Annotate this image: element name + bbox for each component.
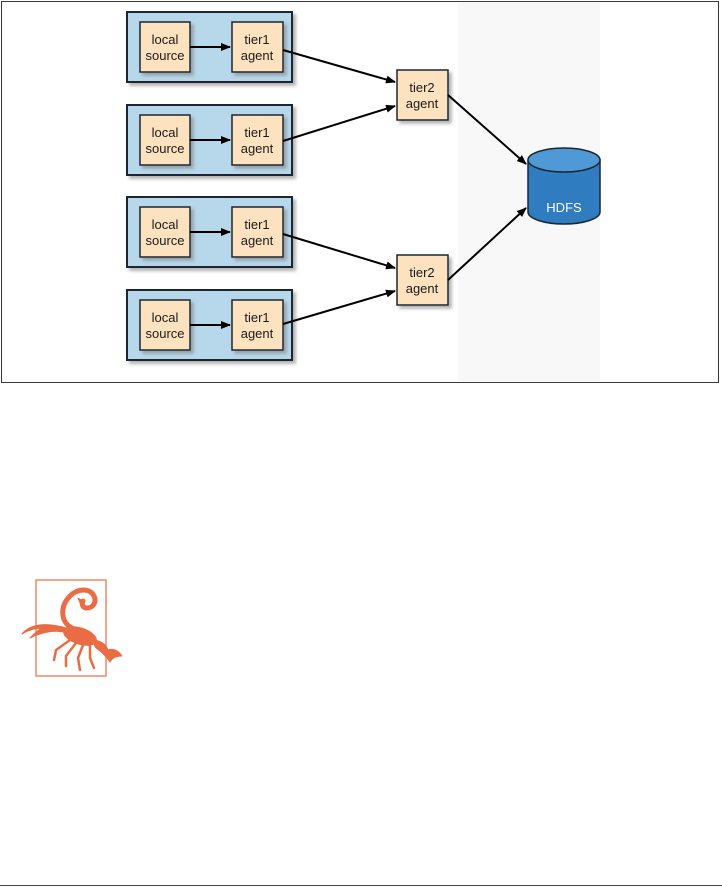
tier2-agent-2: tier2 agent — [396, 254, 449, 306]
footer-rule — [0, 885, 722, 886]
arrow-tier2-hdfs-1 — [447, 94, 527, 165]
hdfs-cylinder-top — [527, 147, 601, 173]
tier1-agent-node-2 — [231, 114, 284, 166]
local-source-node-4 — [139, 299, 191, 351]
arrow-tier1-tier2-4 — [282, 289, 396, 325]
local-source-label-3b: source — [145, 233, 184, 248]
local-source-label-4b: source — [145, 326, 184, 341]
tier1-agent-label-1a: tier1 — [244, 32, 269, 47]
flume-agent-tier-diagram: local source tier1 agent local source ti… — [126, 3, 601, 381]
arrow-tier1-tier2-2 — [282, 104, 396, 142]
hdfs-cylinder-body — [527, 159, 601, 225]
tier1-to-tier2-arrows — [282, 49, 396, 325]
local-source-label-1b: source — [145, 48, 184, 63]
tier1-agent-label-3a: tier1 — [244, 217, 269, 232]
tier2-to-hdfs-arrows — [447, 94, 527, 281]
local-source-label-1a: local — [152, 32, 179, 47]
tier2-agent-label-2b: agent — [406, 281, 439, 296]
arrow-tier2-hdfs-2 — [447, 207, 527, 281]
local-source-label-4a: local — [152, 310, 179, 325]
arrow-tier1-tier2-3 — [282, 233, 396, 270]
tier2-agent-label-1b: agent — [406, 96, 439, 111]
scorpion-icon — [21, 579, 123, 677]
local-source-label-2b: source — [145, 141, 184, 156]
hdfs-label: HDFS — [546, 200, 582, 215]
tier1-agent-label-4a: tier1 — [244, 310, 269, 325]
tier1-agent-label-3b: agent — [241, 233, 274, 248]
tier2-agent-1: tier2 agent — [396, 69, 449, 121]
tier1-group-1: local source tier1 agent — [126, 11, 293, 83]
tier1-agent-label-4b: agent — [241, 326, 274, 341]
hdfs-sink: HDFS — [527, 147, 601, 225]
local-source-node-1 — [139, 21, 191, 73]
local-source-node-3 — [139, 206, 191, 258]
local-source-label-3a: local — [152, 217, 179, 232]
tier1-agent-label-1b: agent — [241, 48, 274, 63]
source-to-tier1-arrows — [190, 43, 231, 329]
tier1-agent-node-1 — [231, 21, 284, 73]
local-source-label-2a: local — [152, 125, 179, 140]
arrow-tier1-tier2-1 — [282, 49, 396, 84]
tier1-agent-label-2a: tier1 — [244, 125, 269, 140]
tier2-agent-label-2a: tier2 — [409, 265, 434, 280]
tier2-agent-label-1a: tier2 — [409, 80, 434, 95]
tier1-agent-node-3 — [231, 206, 284, 258]
tier1-agent-node-4 — [231, 299, 284, 351]
local-source-node-2 — [139, 114, 191, 166]
tier1-agent-label-2b: agent — [241, 141, 274, 156]
tier1-group-4: local source tier1 agent — [126, 289, 293, 361]
